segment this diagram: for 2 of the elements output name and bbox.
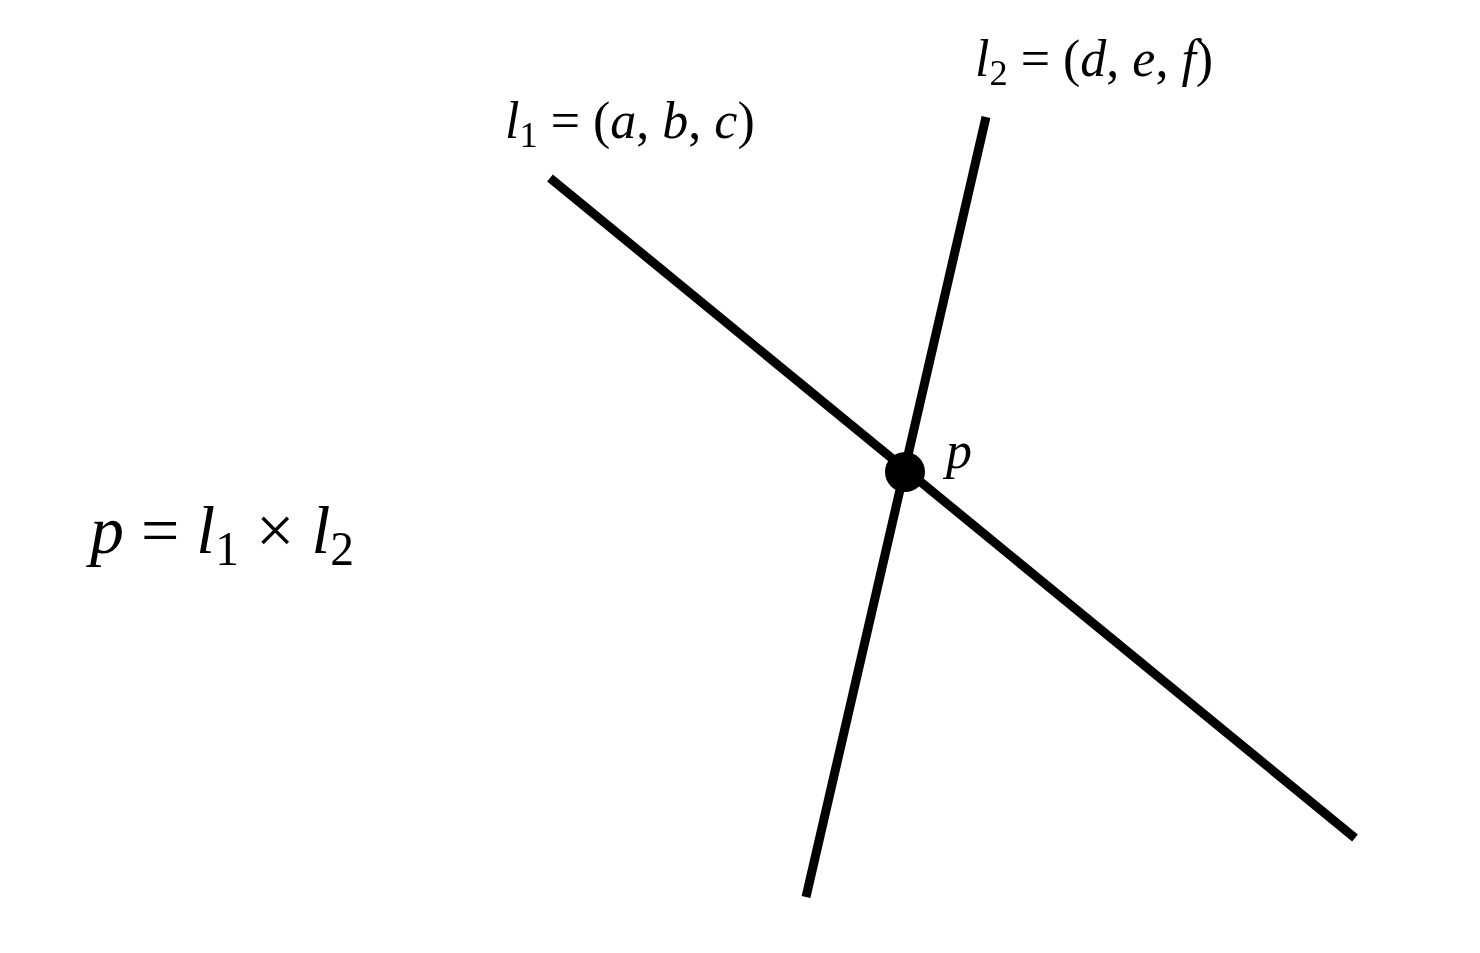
line-label: l$_{2}$ = (d, e, f) [975,30,1214,88]
line-label: l$_{1}$ = (a, b, c) [505,92,755,150]
